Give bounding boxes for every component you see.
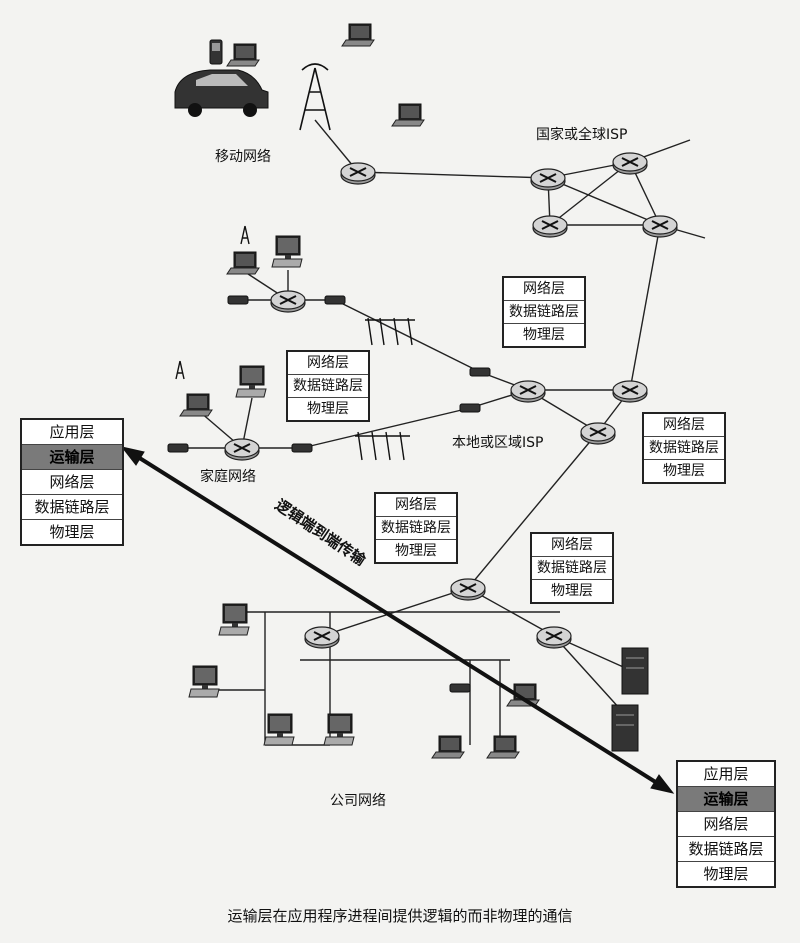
router-icon [532, 215, 568, 238]
router-icon [340, 162, 376, 185]
corporate-network-label: 公司网络 [330, 793, 386, 809]
desktop-icon [218, 603, 250, 636]
router-icon [304, 626, 340, 649]
data-link-layer: 数据链路层 [504, 301, 584, 324]
antenna-icon [240, 225, 250, 245]
modem-icon [324, 295, 346, 305]
laptop-icon [226, 251, 260, 275]
router-icon [450, 578, 486, 601]
laptop-icon [341, 23, 375, 47]
laptop-icon [486, 735, 520, 759]
network-layer: 网络层 [22, 470, 122, 495]
data-link-layer: 数据链路层 [532, 557, 612, 580]
network-layer: 网络层 [288, 352, 368, 375]
home-network-label: 家庭网络 [200, 469, 256, 485]
router-icon [612, 152, 648, 175]
router-stack: 网络层 数据链路层 物理层 [502, 276, 586, 348]
data-link-layer: 数据链路层 [644, 437, 724, 460]
logical-transport-arrow [120, 446, 675, 794]
desktop-icon [188, 665, 220, 698]
router-icon [536, 626, 572, 649]
data-link-layer: 数据链路层 [376, 517, 456, 540]
network-layer: 网络层 [532, 534, 612, 557]
server-icon [611, 704, 639, 752]
figure-caption: 运输层在应用程序进程间提供逻辑的而非物理的通信 [227, 907, 573, 925]
router-icon [612, 380, 648, 403]
modem-icon [449, 683, 471, 693]
physical-layer: 物理层 [551, 583, 593, 599]
application-layer: 应用层 [22, 420, 122, 445]
router-icon [530, 168, 566, 191]
data-link-layer: 数据链路层 [288, 375, 368, 398]
router-stack: 网络层 数据链路层 物理层 [530, 532, 614, 604]
router-icon [224, 438, 260, 461]
left-host-stack: 应用层 运输层 网络层 数据链路层 物理层 [20, 418, 124, 546]
network-layer: 网络层 [504, 278, 584, 301]
data-link-layer: 数据链路层 [678, 837, 774, 862]
phone-icon [209, 39, 223, 65]
application-layer: 应用层 [678, 762, 774, 787]
network-layer: 网络层 [644, 414, 724, 437]
modem-icon [459, 403, 481, 413]
car-icon [174, 69, 269, 117]
router-icon [510, 380, 546, 403]
right-host-stack: 应用层 运输层 网络层 数据链路层 物理层 [676, 760, 776, 888]
laptop-icon [179, 393, 213, 417]
physical-layer: 物理层 [663, 463, 705, 479]
router-stack: 网络层 数据链路层 物理层 [642, 412, 726, 484]
router-icon [270, 290, 306, 313]
data-link-layer: 数据链路层 [22, 495, 122, 520]
desktop-icon [235, 365, 267, 398]
laptop-icon [506, 683, 540, 707]
desktop-icon [323, 713, 355, 746]
modem-icon [227, 295, 249, 305]
national-isp-label: 国家或全球ISP [536, 127, 628, 143]
local-isp-label: 本地或区域ISP [452, 435, 544, 451]
transport-layer: 运输层 [678, 787, 774, 812]
laptop-icon [431, 735, 465, 759]
laptop-icon [226, 43, 260, 67]
router-stack: 网络层 数据链路层 物理层 [374, 492, 458, 564]
laptop-icon [391, 103, 425, 127]
mobile-network-label: 移动网络 [215, 149, 271, 165]
modem-icon [469, 367, 491, 377]
network-layer: 网络层 [376, 494, 456, 517]
antenna-icon [175, 360, 185, 380]
server-icon [621, 647, 649, 695]
physical-layer: 物理层 [49, 523, 95, 541]
modem-icon [167, 443, 189, 453]
physical-layer: 物理层 [703, 865, 749, 883]
modem-icon [291, 443, 313, 453]
physical-layer: 物理层 [523, 327, 565, 343]
desktop-icon [263, 713, 295, 746]
router-icon [580, 422, 616, 445]
physical-layer: 物理层 [395, 543, 437, 559]
router-icon [642, 215, 678, 238]
desktop-icon [271, 235, 303, 268]
physical-layer: 物理层 [307, 401, 349, 417]
router-stack: 网络层 数据链路层 物理层 [286, 350, 370, 422]
transport-layer: 运输层 [22, 445, 122, 470]
antenna-icon [299, 63, 331, 131]
network-layer: 网络层 [678, 812, 774, 837]
